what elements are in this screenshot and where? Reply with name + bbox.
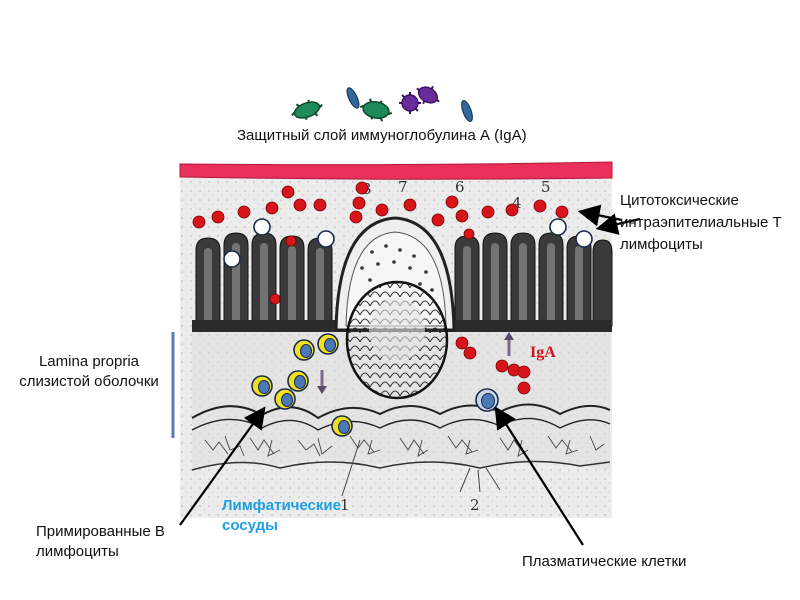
bacterium-green-icon bbox=[291, 99, 323, 120]
muscularis-line bbox=[191, 403, 611, 420]
iga-dots bbox=[192, 181, 569, 395]
peyer-patch-dome bbox=[334, 216, 456, 400]
figure-number: 5 bbox=[541, 178, 551, 196]
migration-arrows bbox=[317, 332, 514, 394]
bacterium-purple-icon bbox=[399, 92, 421, 114]
cytotoxic-t-lymphocytes-label: Цитотоксические интраэпителиальные Т лим… bbox=[620, 192, 782, 253]
lymphatic-vessels-label: Лимфатические сосуды bbox=[222, 497, 341, 534]
figure-number: 2 bbox=[470, 496, 480, 514]
bacterium-green-icon bbox=[359, 98, 393, 122]
bacterium-blue-icon bbox=[346, 87, 360, 109]
iga-layer-band bbox=[179, 161, 613, 180]
figure-number: 1 bbox=[340, 496, 350, 514]
t-lymphocytes bbox=[223, 218, 593, 268]
bacterium-blue-icon bbox=[461, 99, 473, 123]
primed-b-lymphocytes-label: Примированные В лимфоциты bbox=[36, 523, 165, 560]
villi-right bbox=[454, 232, 613, 327]
iga-tag-label: IgA bbox=[530, 344, 556, 361]
lamina-propria-label: Lamina propria слизистой оболочки bbox=[19, 353, 159, 390]
plasma-cells-label: Плазматические клетки bbox=[522, 553, 687, 570]
pointer-arrows bbox=[179, 204, 641, 546]
figure-number: 6 bbox=[455, 178, 465, 196]
figure-number: 7 bbox=[398, 178, 408, 196]
plasma-cell bbox=[475, 388, 499, 412]
figure-number: 4 bbox=[512, 194, 522, 212]
iga-layer-label: Защитный слой иммуноглобулина А (IgA) bbox=[237, 127, 527, 144]
primed-b-cells bbox=[251, 333, 353, 437]
bacteria-group bbox=[291, 85, 473, 123]
bacterium-purple-icon bbox=[416, 85, 440, 105]
